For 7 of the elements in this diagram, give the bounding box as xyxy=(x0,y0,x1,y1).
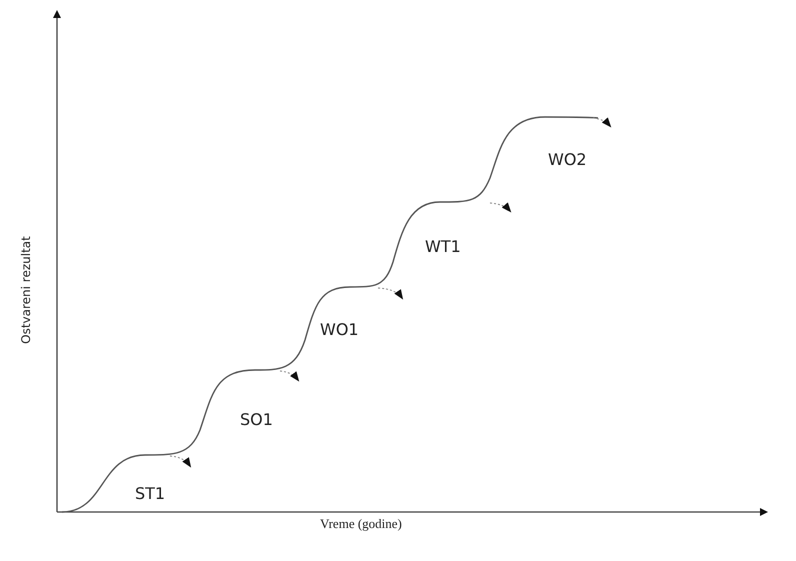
phase-label: ST1 xyxy=(135,484,166,503)
phase-label: WO2 xyxy=(548,150,587,169)
y-axis-title: Ostvareni rezultat xyxy=(18,236,33,344)
phase-label: WT1 xyxy=(425,237,461,256)
x-axis-title: Vreme (godine) xyxy=(320,516,402,532)
phase-label: SO1 xyxy=(240,410,273,429)
phase-label: WO1 xyxy=(320,320,359,339)
